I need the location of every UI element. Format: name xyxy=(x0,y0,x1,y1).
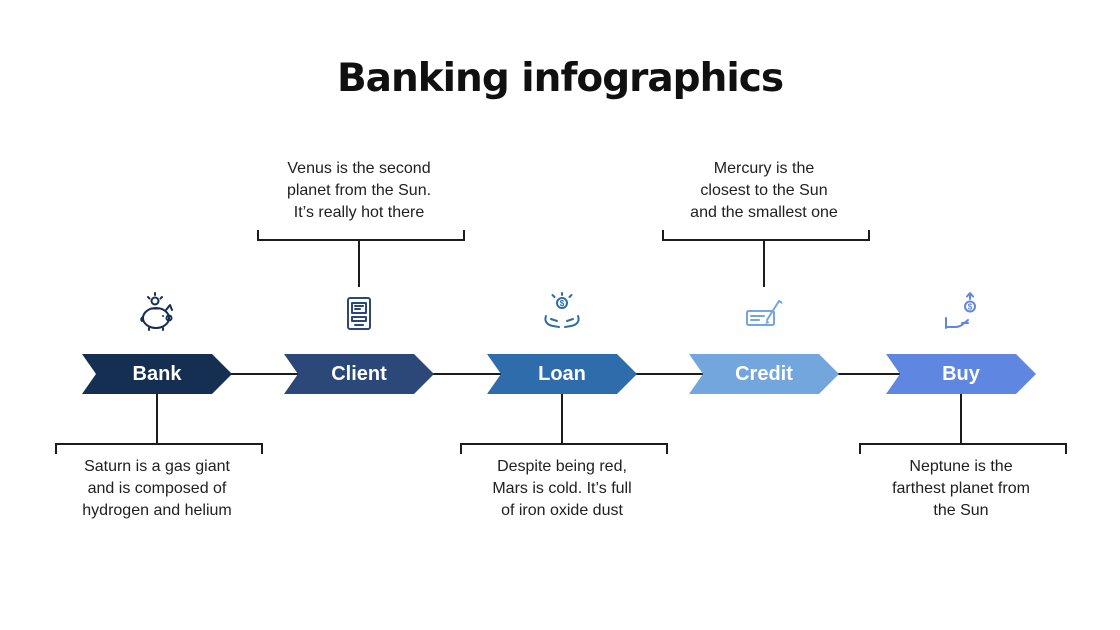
callout-text-credit: Mercury is the closest to the Sun and th… xyxy=(690,160,838,221)
callout-text-bank: Saturn is a gas giant and is composed of… xyxy=(82,458,232,519)
step-label-client: Client xyxy=(331,362,387,385)
atm-machine-icon xyxy=(335,290,383,338)
step-label-credit: Credit xyxy=(735,362,793,385)
piggy-bank-icon xyxy=(133,290,181,338)
callout-stem-loan xyxy=(561,394,563,443)
page-title: Banking infographics xyxy=(336,56,784,101)
step-label-buy: Buy xyxy=(942,362,980,385)
step-arrow-credit: Credit xyxy=(689,354,839,394)
step-label-loan: Loan xyxy=(538,362,586,385)
callout-text-client: Venus is the second planet from the Sun.… xyxy=(286,160,432,221)
callout-bracket-loan xyxy=(460,443,668,454)
step-arrow-loan: Loan xyxy=(487,354,637,394)
step-label-bank: Bank xyxy=(132,362,182,385)
callout-stem-buy xyxy=(960,394,962,443)
callout-bracket-client xyxy=(257,230,465,241)
svg-text:$: $ xyxy=(968,303,973,312)
callout-stem-credit xyxy=(763,239,765,287)
step-arrow-buy: Buy xyxy=(886,354,1036,394)
cheque-with-pen-icon xyxy=(740,290,788,338)
callout-bracket-buy xyxy=(859,443,1067,454)
svg-text:$: $ xyxy=(560,299,565,308)
step-arrow-bank: Bank xyxy=(82,354,232,394)
callout-text-loan: Despite being red, Mars is cold. It’s fu… xyxy=(492,458,632,519)
callout-stem-bank xyxy=(156,394,158,443)
callout-stem-client xyxy=(358,239,360,287)
callout-text-buy: Neptune is the farthest planet from the … xyxy=(892,458,1030,519)
callout-bracket-credit xyxy=(662,230,870,241)
step-arrow-client: Client xyxy=(284,354,434,394)
callout-bracket-bank xyxy=(55,443,263,454)
hands-holding-coin-icon: $ xyxy=(538,290,586,338)
money-growth-hand-icon: $ xyxy=(937,290,985,338)
